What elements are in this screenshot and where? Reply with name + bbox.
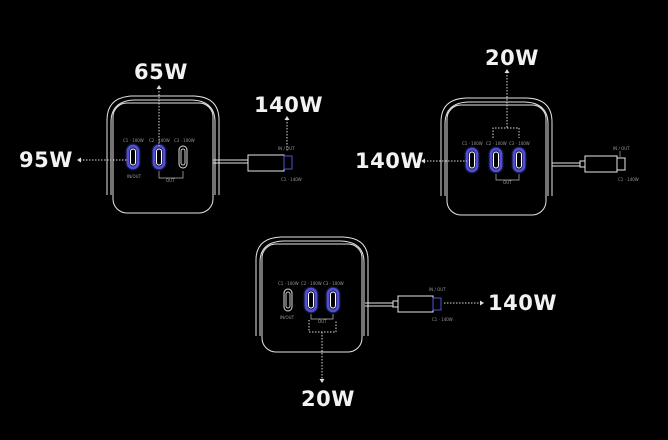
ports-3 [283,287,340,320]
power-label-top-1: 65W [134,60,188,84]
port-label: C2 · 100W [149,138,170,143]
group-label: OUT [166,178,175,183]
port-label: C1 · 100W [123,138,144,143]
charger-3 [255,236,442,353]
power-label-top-2: 20W [485,46,539,70]
port-label: C2 · 100W [301,281,322,286]
cable-label-top: IN / OUT [429,287,446,292]
arrowheads-3 [319,300,484,383]
power-label-cable-1: 140W [254,93,323,117]
cable-label-top: IN / OUT [278,146,295,151]
port-label: C3 · 100W [323,281,344,286]
port-label: C2 · 100W [486,141,507,146]
group-label: OUT [503,180,512,185]
arrowheads-2 [421,69,510,164]
arrows-2 [424,72,520,162]
ports-1 [126,144,188,179]
arrows-3 [308,302,481,380]
power-label-cable-3: 140W [488,291,557,315]
port-label: C1 · 100W [278,281,299,286]
port-sub-label: IN/OUT [127,174,142,179]
port-label: C3 · 100W [174,138,195,143]
group-label: OUT [318,319,327,324]
cable-label-bottom: C1 · 140W [432,317,453,322]
power-label-left-2: 140W [355,149,424,173]
cable-label-bottom: C1 · 140W [281,177,302,182]
port-sub-label: IN/OUT [280,315,295,320]
cable-label-bottom: C1 · 140W [618,177,639,182]
ports-2 [465,147,526,181]
port-label: C1 · 100W [462,141,483,146]
charger-1 [106,95,293,214]
cable-label-top: IN / OUT [613,146,630,151]
arrows-1 [80,88,288,161]
charger-2 [440,97,626,216]
arrowheads-1 [77,85,290,163]
power-label-bottom-3: 20W [301,387,355,411]
power-label-left-1: 95W [19,148,73,172]
port-label: C3 · 100W [509,141,530,146]
